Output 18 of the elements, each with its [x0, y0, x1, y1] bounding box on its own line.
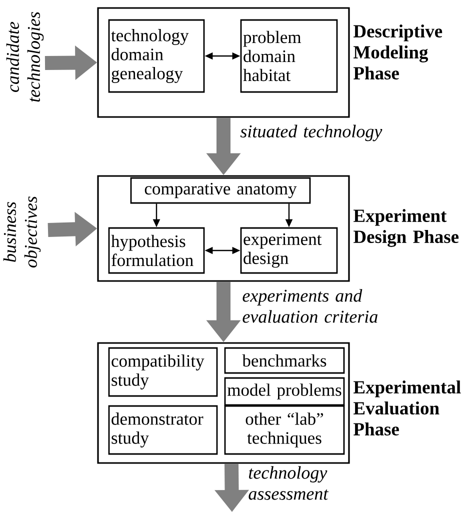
process-box: demonstrator study	[108, 405, 218, 455]
process-box: comparative anatomy	[130, 177, 311, 204]
process-box: benchmarks	[224, 347, 345, 374]
edge-label: technology assessment	[248, 466, 329, 500]
phase-heading: Experiment Design Phase	[354, 209, 459, 247]
process-box: technology domain genealogy	[108, 19, 205, 93]
edge-label: candidate technologies	[6, 12, 44, 102]
process-box: other “lab” techniques	[224, 405, 345, 455]
edge-label: experiments and evaluation criteria	[242, 289, 378, 323]
process-box: compatibility study	[108, 347, 218, 397]
process-box: hypothesis formulation	[108, 227, 205, 274]
phase-heading: Descriptive Modeling Phase	[354, 24, 442, 80]
edge-label: business objectives	[3, 196, 41, 268]
phase-heading: Experimental Evaluation Phase	[354, 380, 461, 436]
process-box: model problems	[224, 377, 345, 406]
edge-label: situated technology	[240, 124, 382, 142]
process-box: problem domain habitat	[240, 19, 338, 93]
process-box: experiment design	[240, 227, 338, 274]
